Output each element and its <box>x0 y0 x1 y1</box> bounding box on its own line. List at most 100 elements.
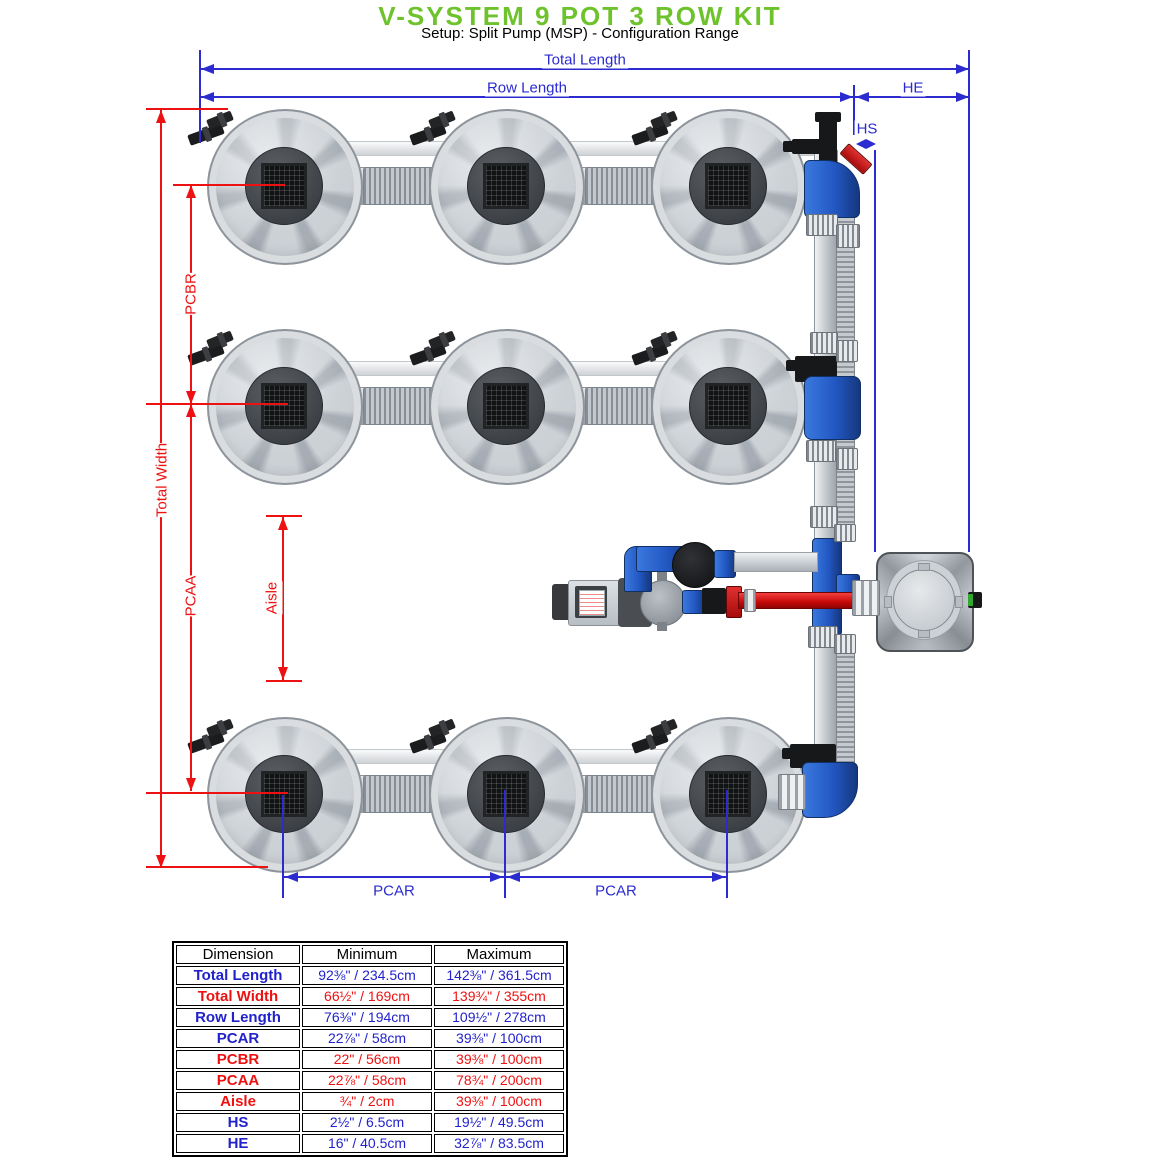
coupling <box>778 774 806 810</box>
table-row: Row Length 76⅜" / 194cm 109½" / 278cm <box>176 1008 564 1027</box>
manifold-top-pipe <box>819 116 837 170</box>
arrow-icon <box>856 92 869 102</box>
motor-label <box>579 590 605 616</box>
dim-aisle-bar <box>266 680 302 682</box>
arrow-icon <box>285 872 298 882</box>
arrow-icon <box>840 92 853 102</box>
arrow-icon <box>507 872 520 882</box>
clamp <box>810 332 838 354</box>
table-row: Aisle ¾" / 2cm 39⅜" / 100cm <box>176 1092 564 1111</box>
row-max: 39⅜" / 100cm <box>434 1050 564 1069</box>
dim-center-line-row2 <box>146 403 288 405</box>
arrow-icon <box>490 872 503 882</box>
feed-tee-fitting <box>792 139 822 154</box>
arrow-icon <box>201 92 214 102</box>
table-row: Total Length 92⅜" / 234.5cm 142⅜" / 361.… <box>176 966 564 985</box>
filter-icon <box>672 542 718 588</box>
pot-8 <box>429 717 585 873</box>
return-line-red <box>738 592 862 609</box>
dim-pcar-left-line <box>284 876 504 878</box>
hose-section <box>363 775 433 813</box>
dim-he-line <box>854 96 970 98</box>
hose-section <box>585 167 655 205</box>
dim-ext-line <box>853 85 855 135</box>
row-label: PCAR <box>176 1029 300 1048</box>
pot-grid <box>483 163 529 209</box>
clamp <box>806 214 838 236</box>
dim-pcar-left-label: PCAR <box>371 882 417 900</box>
row-min: 2½" / 6.5cm <box>302 1113 432 1132</box>
pot-6 <box>651 329 807 485</box>
arrow-icon <box>956 64 969 74</box>
dim-ext-line <box>199 50 201 143</box>
lid-notch <box>918 563 930 571</box>
table-row: HS 2½" / 6.5cm 19½" / 49.5cm <box>176 1113 564 1132</box>
clamp <box>806 440 836 462</box>
col-header-minimum: Minimum <box>302 945 432 964</box>
table-row: Total Width 66½" / 169cm 139¾" / 355cm <box>176 987 564 1006</box>
dim-pcbr-label: PCBR <box>180 273 202 315</box>
pot-5 <box>429 329 585 485</box>
arrow-icon <box>156 110 166 123</box>
table-header-row: Dimension Minimum Maximum <box>176 945 564 964</box>
row-max: 139¾" / 355cm <box>434 987 564 1006</box>
coupling-black <box>702 588 726 614</box>
drip-fitting-icon <box>187 343 225 366</box>
table-row: PCBR 22" / 56cm 39⅜" / 100cm <box>176 1050 564 1069</box>
row-label: Total Length <box>176 966 300 985</box>
motor-end-cap <box>552 584 572 620</box>
dim-pcaa-label: PCAA <box>180 575 202 617</box>
pot-7 <box>207 717 363 873</box>
row-max: 39⅜" / 100cm <box>434 1092 564 1111</box>
pot-hub <box>689 755 767 833</box>
row-min: 92⅜" / 234.5cm <box>302 966 432 985</box>
pot-hub <box>467 367 545 445</box>
elbow-fitting <box>804 160 860 218</box>
tee-fitting <box>804 376 861 440</box>
row-label: PCBR <box>176 1050 300 1069</box>
clamp <box>834 634 856 654</box>
dim-row-length-line <box>200 96 854 98</box>
arrow-icon <box>201 64 214 74</box>
arrow-icon <box>712 872 725 882</box>
dim-ext-line <box>726 790 728 898</box>
pot-grid <box>705 163 751 209</box>
row-max: 78¾" / 200cm <box>434 1071 564 1090</box>
hose-section <box>363 387 433 425</box>
elbow-fitting <box>802 762 858 818</box>
feed-hose <box>734 552 818 572</box>
dim-ext-line <box>504 790 506 898</box>
row-max: 32⅞" / 83.5cm <box>434 1134 564 1153</box>
arrow-icon <box>866 139 876 149</box>
dim-total-length-label: Total Length <box>542 51 628 69</box>
dim-he-label: HE <box>900 79 926 97</box>
coupling <box>714 550 736 578</box>
clamp <box>834 524 856 542</box>
pot-hub <box>245 755 323 833</box>
feed-barb <box>782 748 793 759</box>
dim-pcar-right-line <box>506 876 726 878</box>
row-label: HS <box>176 1113 300 1132</box>
pot-grid <box>483 383 529 429</box>
row-min: 16" / 40.5cm <box>302 1134 432 1153</box>
dim-pcar-right-label: PCAR <box>593 882 639 900</box>
arrow-icon <box>186 778 196 791</box>
hose-section <box>363 167 433 205</box>
arrow-icon <box>186 391 196 404</box>
reservoir-lid <box>893 569 955 631</box>
arrow-icon <box>278 517 288 530</box>
hose-section <box>585 775 655 813</box>
reservoir-fitting-green <box>968 594 973 606</box>
pot-grid <box>483 771 529 817</box>
pot-hub <box>689 147 767 225</box>
col-header-maximum: Maximum <box>434 945 564 964</box>
lid-notch <box>918 630 930 638</box>
feed-barb <box>786 360 797 371</box>
pot-2 <box>429 109 585 265</box>
dim-aisle-bar <box>266 515 302 517</box>
dim-ext-line <box>874 150 876 552</box>
pot-1 <box>207 109 363 265</box>
arrow-icon <box>186 185 196 198</box>
coupling <box>744 589 756 612</box>
row-label: PCAA <box>176 1071 300 1090</box>
